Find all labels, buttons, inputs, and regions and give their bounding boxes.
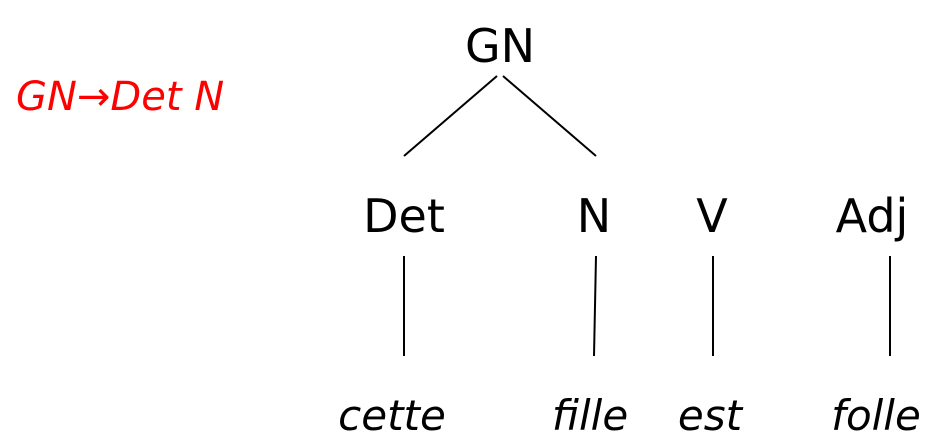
node-adj: Adj xyxy=(836,189,909,243)
node-det: Det xyxy=(363,189,445,243)
rule-label: GN→Det N xyxy=(16,74,224,120)
node-gn: GN xyxy=(465,19,535,73)
node-n: N xyxy=(577,189,611,243)
branch-gn-det xyxy=(403,75,498,157)
word-est: est xyxy=(678,391,744,440)
word-cette: cette xyxy=(338,391,446,440)
branch-gn-n xyxy=(502,75,597,157)
node-v: V xyxy=(696,189,728,243)
word-folle: folle xyxy=(831,391,921,440)
word-fille: fille xyxy=(552,391,628,440)
branch-n-word xyxy=(593,255,597,357)
